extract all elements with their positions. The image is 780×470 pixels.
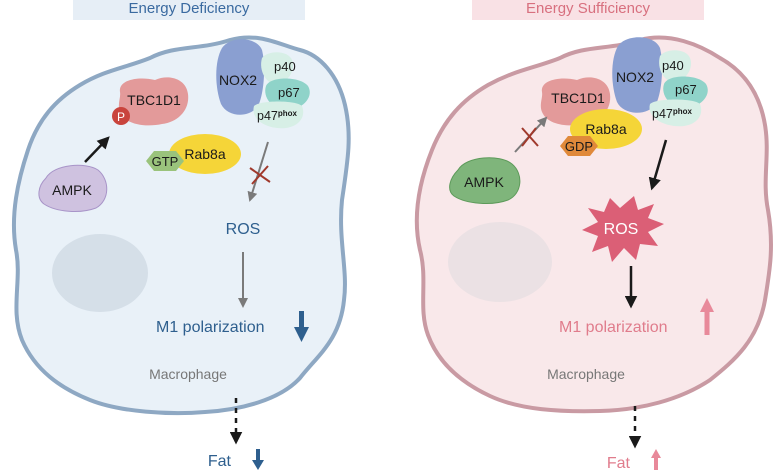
left-ampk-shape xyxy=(38,164,108,212)
left-fat-label: Fat xyxy=(208,453,232,470)
left-tbc1d1-shape xyxy=(118,77,189,126)
left-m1-down-arrow-icon xyxy=(294,311,309,342)
right-p47-label: p47phox xyxy=(652,107,693,121)
right-panel: Energy Sufficiency TBC1D1 NOX2 p40 p67 p… xyxy=(414,0,773,470)
left-nox2-label: NOX2 xyxy=(219,72,257,88)
right-m1-up-arrow-icon xyxy=(700,298,714,335)
right-p47-shape xyxy=(649,99,702,127)
right-fat-up-arrow-icon xyxy=(651,449,661,470)
left-p47-label: p47phox xyxy=(257,109,298,123)
right-macrophage-label: Macrophage xyxy=(547,366,625,382)
right-title-box xyxy=(472,0,704,20)
left-macrophage-label: Macrophage xyxy=(149,366,227,382)
right-m1-label: M1 polarization xyxy=(559,319,668,336)
right-ros-burst xyxy=(582,196,664,262)
right-nox2-label: NOX2 xyxy=(616,69,654,85)
left-p47-shape xyxy=(253,101,304,129)
left-nox2-shape xyxy=(216,39,265,115)
right-p40-label: p40 xyxy=(662,58,684,73)
left-title-box xyxy=(73,0,305,20)
left-p40-label: p40 xyxy=(274,59,296,74)
left-macrophage-cell xyxy=(11,35,351,416)
right-block-cross xyxy=(521,127,539,147)
left-p40-shape xyxy=(261,52,294,85)
right-nucleus xyxy=(448,222,552,302)
left-ampk-to-tbc1d1-arrow xyxy=(84,136,110,163)
left-phospho-label: P xyxy=(117,110,125,124)
left-rab8a-label: Rab8a xyxy=(184,146,225,162)
right-rab8a-label: Rab8a xyxy=(585,121,626,137)
left-gtp-label: GTP xyxy=(152,154,179,169)
left-tbc1d1-label: TBC1D1 xyxy=(127,92,181,108)
right-nox2-shape xyxy=(612,37,663,113)
left-rab8a-shape xyxy=(169,134,241,174)
left-ampk-label: AMPK xyxy=(52,182,92,198)
left-m1-label: M1 polarization xyxy=(156,319,265,336)
right-title: Energy Sufficiency xyxy=(526,0,650,17)
left-title: Energy Deficiency xyxy=(129,0,250,17)
left-fat-down-arrow-icon xyxy=(252,449,264,470)
left-p67-label: p67 xyxy=(278,85,300,100)
right-gdp-label: GDP xyxy=(565,139,593,154)
right-ampk-label: AMPK xyxy=(464,174,504,190)
left-ros-label: ROS xyxy=(226,221,261,238)
left-phospho-circle xyxy=(112,107,130,125)
right-ros-label: ROS xyxy=(604,221,639,238)
right-fat-label: Fat xyxy=(607,455,631,470)
right-tbc1d1-label: TBC1D1 xyxy=(551,90,605,106)
left-block-cross xyxy=(249,165,271,185)
left-nucleus xyxy=(52,234,148,312)
right-nox2-to-ros-arrow xyxy=(648,139,668,191)
left-gtp-hexagon xyxy=(146,151,184,171)
left-nox2-to-ros-arrow xyxy=(247,141,269,202)
right-ampk-shape xyxy=(449,157,521,204)
right-p40-shape xyxy=(659,50,692,83)
right-p67-label: p67 xyxy=(675,82,697,97)
left-panel: Energy Deficiency NOX2 p40 p67 p47phox T… xyxy=(11,0,351,470)
right-gdp-hexagon xyxy=(560,136,598,156)
